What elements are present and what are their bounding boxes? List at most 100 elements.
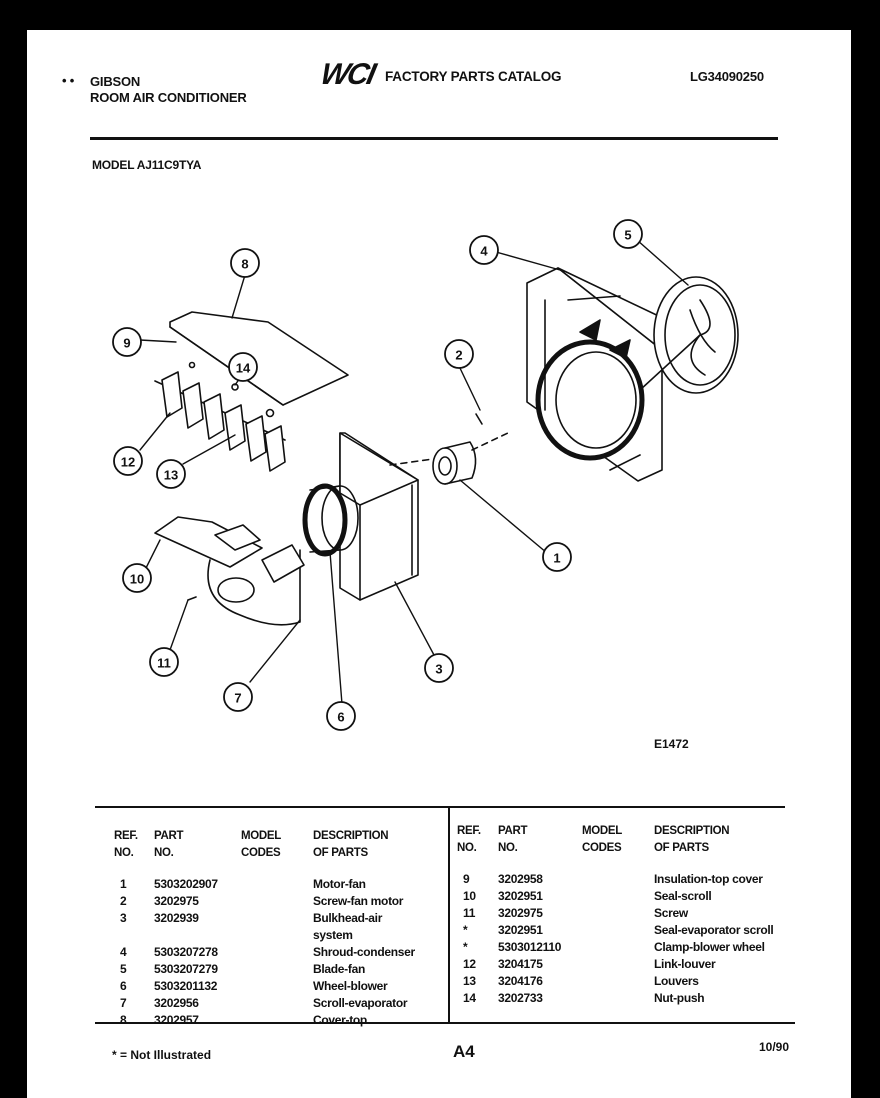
motor-fan-part <box>389 431 511 485</box>
description-cell: Insulation-top cover <box>654 872 763 886</box>
catalog-page <box>27 30 851 1098</box>
blower-wheel-part <box>302 483 359 557</box>
model-codes-cell <box>239 944 311 961</box>
description-cell: Screw <box>654 906 688 920</box>
callout-8: 8 <box>241 257 248 272</box>
description-cell: Link-louver <box>654 957 716 971</box>
product-name: ROOM AIR CONDITIONER <box>90 90 247 105</box>
callout-7: 7 <box>234 691 241 706</box>
description-cell: Nut-push <box>654 991 705 1005</box>
catalog-title: FACTORY PARTS CATALOG <box>385 69 562 84</box>
bulkhead-part <box>339 432 419 601</box>
callout-9: 9 <box>123 336 130 351</box>
model-codes-cell <box>580 990 652 1007</box>
callout-1: 1 <box>553 551 560 566</box>
ref-no-cell: 2 <box>120 894 127 908</box>
ref-no-cell: 8 <box>120 1013 127 1027</box>
model-line: MODEL AJ11C9TYA <box>92 158 202 172</box>
callout-4: 4 <box>480 244 488 259</box>
louvers-part <box>154 371 286 472</box>
ref-no-cell: 9 <box>463 872 470 886</box>
description-cell: Screw-fan motor <box>313 894 404 908</box>
table-row: 14 3202733 Nut-push <box>455 990 775 1007</box>
part-no-cell <box>152 927 239 944</box>
model-codes-cell <box>239 876 311 893</box>
callout-2: 2 <box>455 348 462 363</box>
model-codes-cell <box>239 995 311 1012</box>
description-cell: Louvers <box>654 974 699 988</box>
callout-10: 10 <box>130 572 144 587</box>
ref-no-cell: * <box>463 940 468 954</box>
model-codes-cell <box>580 871 652 888</box>
not-illustrated-note: * = Not Illustrated <box>112 1048 212 1062</box>
part-no-cell: 5303207279 <box>154 962 218 976</box>
ref-no-cell: * <box>463 923 468 937</box>
callout-3: 3 <box>435 662 442 677</box>
part-no-cell: 3202958 <box>498 872 543 886</box>
brand-name: GIBSON <box>90 74 141 89</box>
blade-fan-part <box>639 276 739 394</box>
model-codes-cell <box>239 927 311 944</box>
part-no-cell: 3202951 <box>498 923 543 937</box>
callout-12: 12 <box>121 455 135 470</box>
model-codes-cell <box>239 961 311 978</box>
part-no-cell: 3202956 <box>154 996 199 1010</box>
cover-top-part <box>169 311 349 406</box>
part-no-cell: 5303012110 <box>498 940 562 954</box>
ref-no-cell: 4 <box>120 945 127 959</box>
part-no-cell: 5303207278 <box>154 945 218 959</box>
model-codes-cell <box>580 905 652 922</box>
ref-no-cell: 14 <box>463 991 476 1005</box>
table-row: 6 5303201132 Wheel-blower <box>112 978 417 995</box>
part-no-cell: 3204176 <box>498 974 543 988</box>
ref-no-cell: 10 <box>463 889 476 903</box>
header-bullets: • • <box>62 73 75 88</box>
ref-no-cell: 6 <box>120 979 127 993</box>
callout-6: 6 <box>337 710 344 725</box>
part-no-cell: 3204175 <box>498 957 543 971</box>
revision-date: 10/90 <box>759 1040 790 1054</box>
leader-lines <box>139 239 689 705</box>
model-codes-cell <box>239 910 311 927</box>
nut-push-part <box>188 361 275 418</box>
table-row: 9 3202958 Insulation-top cover <box>455 871 775 888</box>
callout-13: 13 <box>164 468 178 483</box>
description-cell: Wheel-blower <box>313 979 388 993</box>
description-cell: Seal-evaporator scroll <box>654 923 774 937</box>
catalog-number: LG34090250 <box>690 69 764 84</box>
model-codes-cell <box>580 888 652 905</box>
screw-fan-motor-part <box>475 413 483 425</box>
ref-no-cell: 5 <box>120 962 127 976</box>
ref-no-cell: 7 <box>120 996 127 1010</box>
table-row: 12 3204175 Link-louver <box>455 956 775 973</box>
part-no-cell: 5303201132 <box>154 979 218 993</box>
description-cell: Bulkhead-air <box>313 911 383 925</box>
seal-scroll-part <box>154 516 263 568</box>
description-cell: Cover-top <box>313 1013 367 1027</box>
table-row: * 5303012110 Clamp-blower wheel <box>455 939 775 956</box>
description-cell: Clamp-blower wheel <box>654 940 765 954</box>
page-number: A4 <box>453 1042 475 1061</box>
part-no-cell: 3202951 <box>498 889 543 903</box>
part-no-cell: 3202975 <box>498 906 543 920</box>
model-codes-cell <box>580 939 652 956</box>
description-cell: system <box>313 928 353 942</box>
ref-no-cell: 12 <box>463 957 476 971</box>
callout-14: 14 <box>236 361 251 376</box>
table-bottom-rule <box>95 1022 795 1024</box>
figure-id: E1472 <box>654 737 689 751</box>
part-no-cell: 3202733 <box>498 991 543 1005</box>
description-cell: Scroll-evaporator <box>313 996 408 1010</box>
model-codes-cell <box>580 973 652 990</box>
